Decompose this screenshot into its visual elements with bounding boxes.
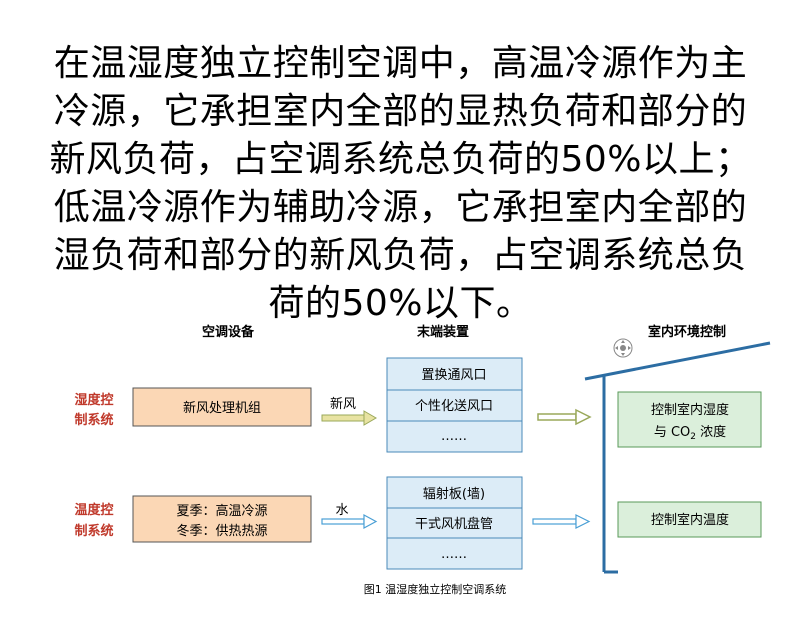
header-equipment: 空调设备	[202, 324, 255, 340]
humidity-system-label-2: 制系统	[74, 412, 113, 428]
fresh-air-arrow	[321, 410, 377, 426]
indoor-humidity-line-2: 与 CO2 浓度	[654, 424, 726, 442]
indoor-humidity-line-1: 控制室内湿度	[651, 402, 729, 418]
temperature-system-label-2: 制系统	[74, 523, 113, 539]
header-indoor: 室内环境控制	[648, 324, 726, 340]
indoor-temperature-box	[617, 501, 762, 538]
winter-source-label: 冬季：供热热源	[176, 523, 267, 539]
terminal-top-item-2: 个性化送风口	[415, 399, 493, 414]
indoor-temperature-label: 控制室内温度	[651, 512, 729, 528]
figure-caption: 图1 温湿度独立控制空调系统	[364, 582, 507, 596]
paragraph-line-3: 新风负荷，占空调系统总负荷的50%以上；	[49, 139, 752, 180]
summer-source-label: 夏季：高温冷源	[176, 503, 267, 519]
terminal-bottom-box	[386, 476, 523, 570]
terminal-bottom-item-2: 干式风机盘管	[415, 516, 493, 532]
terminal-top-box	[386, 357, 523, 453]
paragraph-line-2: 冷源，它承担室内全部的显热负荷和部分的	[53, 91, 748, 132]
paragraph-line-5: 湿负荷和部分的新风负荷，占空调系统总负	[53, 235, 748, 276]
terminal-bottom-item-3: ……	[441, 547, 467, 562]
temperature-system-label-1: 温度控	[74, 502, 113, 518]
water-arrow	[321, 513, 378, 530]
fresh-air-unit-box	[132, 387, 312, 427]
indoor-humidity-box	[617, 391, 762, 448]
terminal-top-item-3: ……	[441, 429, 467, 444]
move-icon[interactable]	[613, 338, 633, 358]
fresh-air-unit-label: 新风处理机组	[183, 400, 261, 416]
paragraph-line-1: 在温湿度独立控制空调中，高温冷源作为主	[53, 43, 748, 84]
house-outline	[584, 341, 771, 574]
terminal-top-item-1: 置换通风口	[421, 368, 486, 383]
intro-paragraph: 在温湿度独立控制空调中，高温冷源作为主 冷源，它承担室内全部的显热负荷和部分的 …	[28, 40, 773, 328]
terminal-bottom-item-1: 辐射板(墙)	[423, 486, 485, 502]
humidity-system-label-1: 湿度控	[74, 392, 113, 408]
humidity-output-arrow	[537, 408, 592, 426]
temperature-output-arrow	[532, 514, 591, 529]
heat-source-box	[132, 495, 312, 543]
water-flow-label: 水	[335, 503, 348, 518]
fresh-air-flow-label: 新风	[330, 396, 356, 412]
paragraph-line-6: 荷的50%以下。	[268, 283, 533, 324]
header-terminal: 末端装置	[416, 324, 469, 340]
paragraph-line-4: 低温冷源作为辅助冷源，它承担室内全部的	[53, 187, 748, 228]
